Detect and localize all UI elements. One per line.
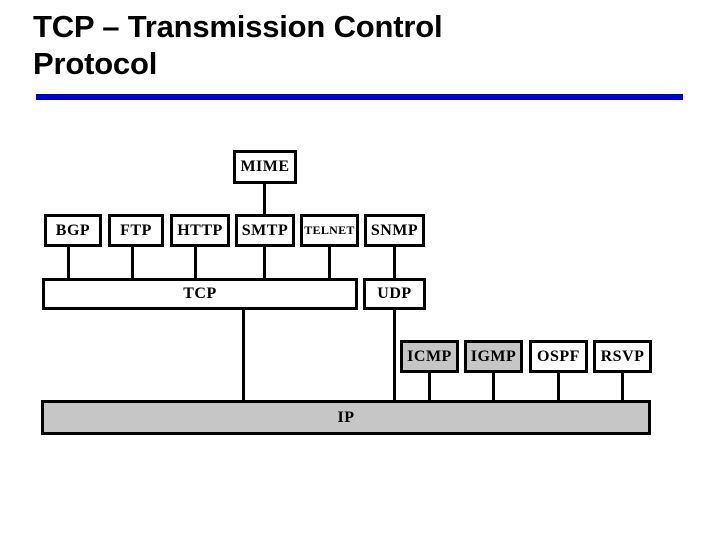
node-ospf[interactable]: OSPF — [529, 340, 588, 373]
connector-udp-ip — [393, 308, 396, 402]
connector-http-tcp — [194, 245, 197, 281]
connector-bgp-tcp — [67, 245, 70, 281]
node-http[interactable]: HTTP — [170, 214, 230, 247]
node-ip[interactable]: IP — [41, 400, 651, 435]
title-divider — [36, 94, 683, 100]
node-snmp[interactable]: SNMP — [364, 214, 425, 247]
node-smtp[interactable]: SMTP — [235, 214, 295, 247]
node-telnet[interactable]: TELNET — [300, 214, 359, 247]
node-udp[interactable]: UDP — [363, 278, 426, 310]
connector-ospf-ip — [557, 371, 560, 402]
node-icmp[interactable]: ICMP — [400, 340, 459, 373]
connector-ftp-tcp — [131, 245, 134, 281]
node-tcp[interactable]: TCP — [42, 278, 358, 310]
node-mime[interactable]: MIME — [233, 150, 297, 184]
connector-telnet-tcp — [328, 245, 331, 281]
node-igmp[interactable]: IGMP — [464, 340, 523, 373]
page-title: TCP – Transmission Control Protocol — [33, 9, 443, 81]
connector-mime-smtp — [263, 182, 266, 216]
connector-igmp-ip — [492, 371, 495, 402]
connector-snmp-udp — [393, 245, 396, 281]
connector-tcp-ip — [242, 308, 245, 402]
node-ftp[interactable]: FTP — [108, 214, 164, 247]
node-rsvp[interactable]: RSVP — [593, 340, 652, 373]
connector-smtp-tcp — [263, 245, 266, 281]
node-bgp[interactable]: BGP — [44, 214, 102, 247]
connector-icmp-ip — [428, 371, 431, 402]
connector-rsvp-ip — [621, 371, 624, 402]
